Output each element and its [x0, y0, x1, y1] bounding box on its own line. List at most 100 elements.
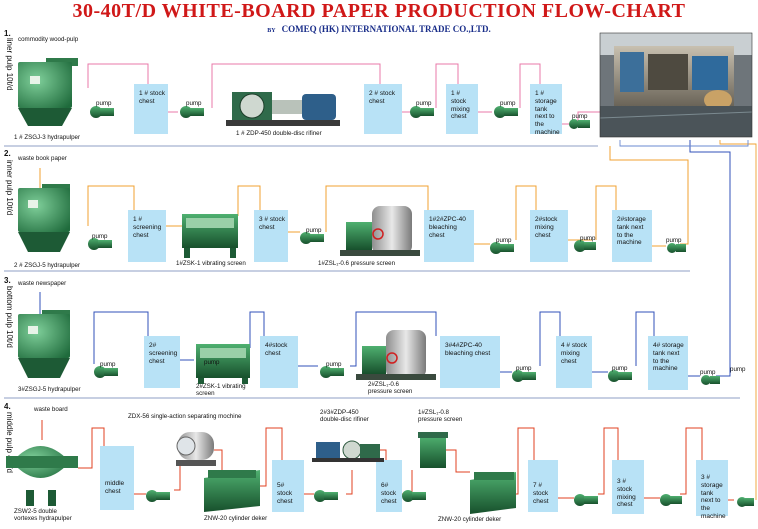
- row4-refiner: [312, 440, 384, 462]
- row3-pressure-screen-label: 2#ZSL₁-0.6 pressure screen: [368, 381, 413, 395]
- machine-mid-section: [648, 54, 688, 90]
- row3-bleaching-chest: 3#4#ZPC-40 bleaching chest: [440, 336, 500, 388]
- row3-pipe-e: [350, 311, 437, 367]
- row4-pressure-screen: [418, 432, 448, 468]
- row2-pressure-screen-label: 1#ZSL₁-0.6 pressure screen: [318, 260, 396, 267]
- row3-pipe-to-machine: [689, 140, 731, 377]
- row1-refiner-label: 1 # ZDP-450 double-disc rifiner: [236, 130, 322, 137]
- row2-pipe-i: [595, 185, 617, 240]
- row4-stock-mixing-chest: 3 # stock mixing chest: [612, 460, 644, 514]
- pump-icon: [88, 238, 112, 250]
- row4-pipe-a: [78, 427, 105, 469]
- by-label: BY: [267, 28, 276, 34]
- row3-vibrating-screen: [196, 344, 250, 384]
- row1-pipe-a: [87, 63, 149, 88]
- row2-pulper-label: 2 # ZSGJ-5 hydrapulper: [14, 262, 81, 269]
- machine-feed-lines: [719, 140, 757, 500]
- row4-cylinder-deker-1: [204, 470, 260, 512]
- row4-pipe-e: [260, 427, 283, 487]
- row1-pipe-c: [211, 63, 381, 108]
- row3-pump-label: pump: [730, 366, 746, 373]
- row1-raw-material: commodity wood-pulp: [18, 36, 79, 43]
- pump-icon: [180, 106, 204, 118]
- pump-icon: [701, 375, 720, 385]
- row4-refiner-label: 2#3#ZDP-450 double-disc rifiner: [320, 409, 369, 423]
- row2-vibrating-screen-label: 1#ZSK-1 vibrating screen: [176, 260, 246, 267]
- pump-icon: [300, 232, 324, 244]
- row4-pipe-c: [174, 460, 181, 491]
- row2-pump-label: pump: [496, 237, 512, 244]
- row4-pipe-o: [680, 427, 703, 495]
- row3-pulper-label: 3#ZSGJ-5 hydrapulper: [18, 386, 81, 393]
- row4-separator-label: ZDX-56 single-action separating mochine: [128, 413, 242, 420]
- row3-pump-label: pump: [326, 361, 342, 368]
- row4-pipe-g: [346, 470, 353, 495]
- row3-storage-tank: 4# storage tank next to the machine: [648, 336, 688, 390]
- row4-double-vortex-hydrapulper: [6, 446, 78, 506]
- row2-number: 2.: [4, 149, 11, 158]
- pump-icon: [512, 370, 536, 382]
- row2-pipe-g: [515, 185, 537, 240]
- paper-machine-photo: [599, 32, 753, 138]
- row4-pipe-j: [446, 449, 470, 473]
- pump-icon: [569, 119, 590, 129]
- row1-pipe-g: [519, 63, 541, 108]
- row2-bleaching-chest: 1#2#ZPC-40 bleaching chest: [424, 210, 474, 262]
- pump-icon: [667, 243, 686, 253]
- row4-stock-chest-7: 7 # stock chest: [528, 460, 558, 512]
- pump-icon: [402, 490, 426, 502]
- row2-storage-tank: 2#storage tank next to the machine: [612, 210, 652, 262]
- company-name: COMEQ (HK) INTERNATIONAL TRADE CO.,LTD.: [281, 24, 491, 34]
- row2-pump-label: pump: [666, 237, 682, 244]
- pump-icon: [490, 242, 514, 254]
- row2-pump-label: pump: [92, 233, 108, 240]
- row4-raw-material: waste board: [34, 406, 68, 413]
- row1-stock-mixing-chest: 1 # stock mixing chest: [446, 84, 478, 134]
- row2-stock-chest-3: 3 # stock chest: [254, 210, 288, 262]
- paper-roll: [704, 90, 732, 110]
- row4-deker-2-label: ZNW-20 cylinder deker: [438, 516, 502, 523]
- pump-icon: [410, 106, 434, 118]
- row1-pump-label: pump: [186, 100, 202, 107]
- row4-cylinder-deker-2: [470, 472, 516, 514]
- row1-stock-chest-2: 2 # stock chest: [364, 84, 402, 134]
- pump-icon: [608, 370, 632, 382]
- row4-pressure-screen-label: 1#ZSL₁-0.8 pressure screen: [418, 409, 463, 423]
- row3-pipe-a: [93, 311, 149, 364]
- row4-pipe-h: [380, 449, 387, 460]
- row3-pump-label: pump: [204, 359, 220, 366]
- row4-pipe-d: [214, 449, 223, 470]
- pump-icon: [146, 490, 170, 502]
- row1-pump-label: pump: [96, 100, 112, 107]
- row4-pipe-to-machine: [719, 140, 757, 500]
- row2-pipe-e: [325, 185, 429, 232]
- row4-stock-chest-6: 6# stock chest: [376, 460, 402, 512]
- pump-icon: [660, 494, 682, 506]
- row1-pump-label: pump: [416, 100, 432, 107]
- row4-number: 4.: [4, 402, 11, 411]
- pumps: [88, 106, 754, 507]
- row3-pump-label: pump: [700, 369, 716, 376]
- pump-icon: [494, 106, 518, 118]
- row3-pipes: [39, 140, 731, 377]
- row3-pump-label: pump: [100, 361, 116, 368]
- row4-stock-chest-5: 5# stock chest: [272, 460, 304, 512]
- row2-pipe-a: [87, 185, 135, 226]
- row-dividers: [4, 145, 740, 399]
- row3-pump-label: pump: [612, 365, 628, 372]
- row3-pipe-g: [539, 311, 561, 366]
- row4-separator: [176, 432, 216, 466]
- row1-storage-tank: 1 # storage tank next to the machine: [530, 84, 562, 136]
- row1-number: 1.: [4, 29, 11, 38]
- row4-middle-chest: middle chest: [100, 446, 134, 510]
- pump-icon: [574, 494, 598, 506]
- machine-rail-line: [619, 140, 749, 147]
- row1-pump-label: pump: [500, 100, 516, 107]
- pump-icon: [90, 106, 114, 118]
- page-title: 30-40T/D WHITE-BOARD PAPER PRODUCTION FL…: [72, 0, 686, 22]
- row3-vibrating-screen-label: 2#ZSK-1 vibrating screen: [196, 383, 246, 397]
- pump-icon: [320, 366, 344, 378]
- row1-stock-chest-1: 1 # stock chest: [134, 84, 168, 134]
